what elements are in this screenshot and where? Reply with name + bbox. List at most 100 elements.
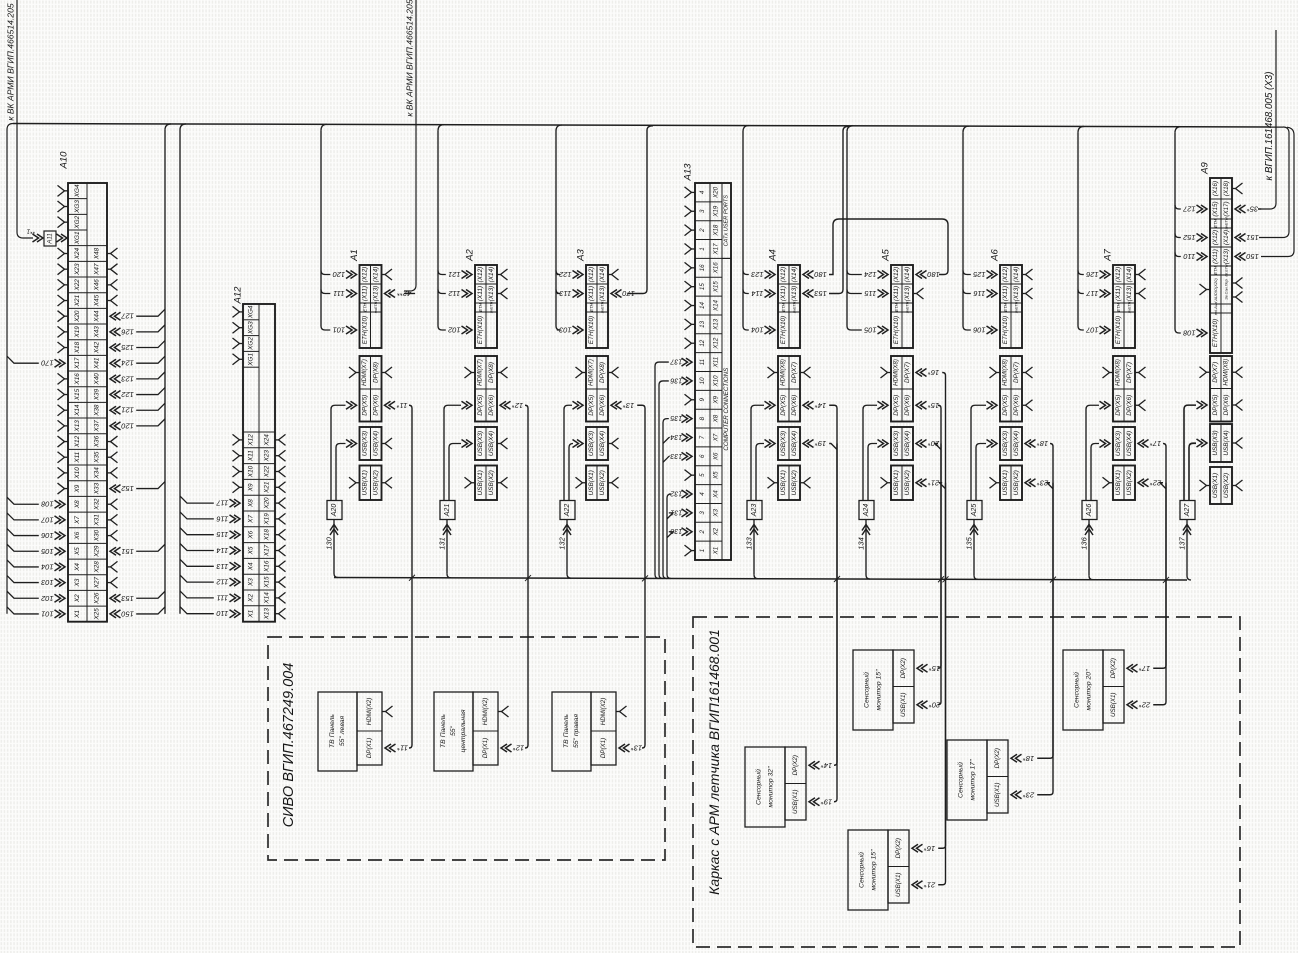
svg-text:монитор 17": монитор 17" [970,759,977,801]
svg-text:(X13): (X13) [1013,286,1020,302]
svg-text:**1: **1 [26,228,35,235]
svg-text:153: 153 [814,289,827,298]
svg-text:20*: 20* [928,700,941,709]
svg-text:к ВГИП.161468.005 (Х3): к ВГИП.161468.005 (Х3) [1264,71,1275,180]
svg-text:СИВО ВГИП.467249.004: СИВО ВГИП.467249.004 [281,663,297,828]
svg-text:(X13): (X13) [488,286,495,302]
svg-text:ETH(X10): ETH(X10) [1115,316,1122,344]
svg-text:(X11): (X11) [588,286,595,301]
svg-text:4: 4 [699,492,706,496]
svg-text:3: 3 [699,511,706,515]
svg-text:152: 152 [1182,233,1195,242]
svg-text:104: 104 [751,326,764,335]
svg-text:XG4: XG4 [248,305,255,319]
svg-text:3: 3 [699,209,706,213]
svg-text:X4: X4 [713,490,720,499]
svg-text:1: 1 [699,247,706,250]
svg-text:X25: X25 [94,608,101,621]
svg-text:137: 137 [669,358,682,367]
svg-text:13: 13 [699,320,706,327]
svg-text:X21: X21 [264,481,271,494]
svg-text:X20: X20 [713,186,720,199]
svg-text:монитор 15": монитор 15" [871,849,878,891]
svg-text:DP(X5): DP(X5) [1002,395,1009,416]
svg-text:116: 116 [216,514,229,523]
svg-text:117: 117 [1086,289,1099,298]
svg-text:X2: X2 [248,594,255,603]
svg-text:13*: 13* [622,401,634,410]
svg-text:A6: A6 [990,248,1001,261]
svg-text:DP(X7): DP(X7) [791,362,798,383]
svg-text:X5: X5 [74,547,81,556]
svg-text:120: 120 [121,421,134,430]
svg-text:DP(X7): DP(X7) [1212,362,1219,383]
svg-text:X36: X36 [94,435,101,448]
svg-text:ETH: ETH [1213,218,1218,227]
svg-text:swETH: swETH [1015,301,1019,313]
svg-text:X9: X9 [713,395,720,404]
svg-text:USB(X4): USB(X4) [791,431,798,456]
svg-text:X6: X6 [248,530,255,539]
svg-text:DP(X5): DP(X5) [1212,395,1219,416]
svg-text:X3: X3 [713,509,720,518]
svg-text:ETH(X10): ETH(X10) [893,316,900,344]
svg-text:USB(X2): USB(X2) [373,470,380,495]
svg-text:USB(X2): USB(X2) [488,470,495,495]
svg-text:X23: X23 [74,263,81,276]
svg-text:X6: X6 [74,531,81,540]
svg-text:DP(X6): DP(X6) [488,395,495,416]
svg-text:X34: X34 [94,467,101,480]
svg-text:X13: X13 [264,608,271,621]
svg-text:101: 101 [333,326,346,335]
svg-text:X19: X19 [264,513,271,526]
svg-text:16*: 16* [927,368,939,377]
svg-text:ETH: ETH [478,302,483,311]
svg-text:15: 15 [699,283,706,290]
svg-text:ETH: ETH [894,302,899,311]
svg-text:ТВ Панель: ТВ Панель [440,714,447,748]
svg-text:HDMI(X8): HDMI(X8) [781,359,787,386]
svg-text:X22: X22 [264,465,271,478]
svg-text:HDMI(X8): HDMI(X8) [1003,359,1009,386]
svg-text:13*: 13* [630,744,642,753]
svg-text:DP(X2): DP(X2) [1110,658,1117,678]
svg-text:122: 122 [558,270,571,279]
svg-text:(X13): (X13) [904,286,911,302]
svg-text:USB(X3): USB(X3) [1115,431,1122,456]
svg-text:swETH: swETH [1128,301,1132,313]
svg-text:X22: X22 [74,279,81,292]
svg-text:126: 126 [121,327,134,336]
svg-text:XG2: XG2 [248,337,255,351]
svg-text:X12: X12 [713,337,720,350]
svg-text:USB(X4): USB(X4) [488,431,495,456]
svg-text:(X11): (X11) [1115,286,1122,301]
svg-text:USB(X1): USB(X1) [477,470,484,495]
svg-text:USB(X2): USB(X2) [791,470,798,495]
svg-text:A25: A25 [971,504,978,518]
svg-text:180: 180 [814,270,827,279]
svg-text:133: 133 [745,536,754,549]
svg-text:A23: A23 [751,504,758,518]
svg-text:X40: X40 [94,373,101,386]
svg-text:XG3: XG3 [74,200,81,214]
svg-text:42**: 42** [396,289,411,298]
svg-text:106: 106 [972,326,985,335]
svg-text:X13: X13 [713,318,720,331]
svg-text:17*: 17* [1138,664,1150,673]
svg-text:23*: 23* [1022,790,1035,799]
svg-text:X5: X5 [713,471,720,480]
svg-text:14*: 14* [820,761,832,770]
svg-text:151: 151 [121,547,134,556]
svg-text:121: 121 [448,270,461,279]
svg-text:(X11): (X11) [477,286,484,301]
svg-text:DP(X7): DP(X7) [1126,362,1133,383]
svg-text:A9: A9 [1200,161,1211,174]
svg-text:X11: X11 [74,451,81,463]
svg-text:151: 151 [1246,233,1259,242]
svg-text:USB(X3): USB(X3) [1002,431,1009,456]
svg-text:DP(X8): DP(X8) [599,362,606,383]
svg-text:X9: X9 [74,484,81,493]
svg-text:COMPUTER CONNECTIONS: COMPUTER CONNECTIONS [723,367,730,451]
svg-text:ETH: ETH [1003,302,1008,311]
svg-text:20*: 20* [927,439,940,448]
